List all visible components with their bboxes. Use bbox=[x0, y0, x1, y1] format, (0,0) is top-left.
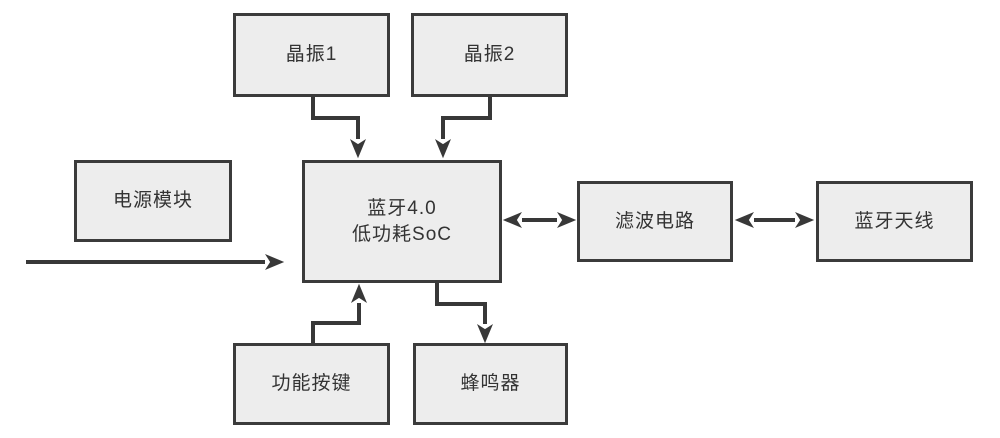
node-bluetooth-antenna-label: 蓝牙天线 bbox=[854, 210, 935, 232]
connector-soc-to-buzzer bbox=[435, 283, 493, 344]
node-power-module: 电源模块 bbox=[74, 160, 232, 242]
node-function-buttons-label: 功能按键 bbox=[271, 373, 352, 395]
node-power-module-label: 电源模块 bbox=[112, 190, 193, 212]
node-crystal2-label: 晶振2 bbox=[463, 44, 516, 66]
connector-button-to-soc bbox=[311, 283, 367, 343]
node-bluetooth-antenna: 蓝牙天线 bbox=[816, 181, 973, 262]
node-crystal2: 晶振2 bbox=[411, 13, 568, 97]
node-filter-circuit: 滤波电路 bbox=[577, 181, 733, 262]
node-buzzer: 蜂鸣器 bbox=[413, 343, 568, 425]
node-filter-circuit-label: 滤波电路 bbox=[614, 210, 695, 232]
node-crystal1-label: 晶振1 bbox=[285, 44, 338, 66]
node-bluetooth-soc-label-line1: 蓝牙4.0 bbox=[367, 197, 437, 219]
node-crystal1: 晶振1 bbox=[233, 13, 390, 97]
node-bluetooth-soc: 蓝牙4.0 低功耗SoC bbox=[302, 160, 502, 283]
node-buzzer-label: 蜂鸣器 bbox=[460, 373, 521, 395]
connector-crystal2-to-soc bbox=[435, 97, 492, 159]
connector-crystal1-to-soc bbox=[311, 97, 366, 159]
node-function-buttons: 功能按键 bbox=[233, 343, 390, 425]
node-bluetooth-soc-label-line2: 低功耗SoC bbox=[352, 223, 452, 245]
